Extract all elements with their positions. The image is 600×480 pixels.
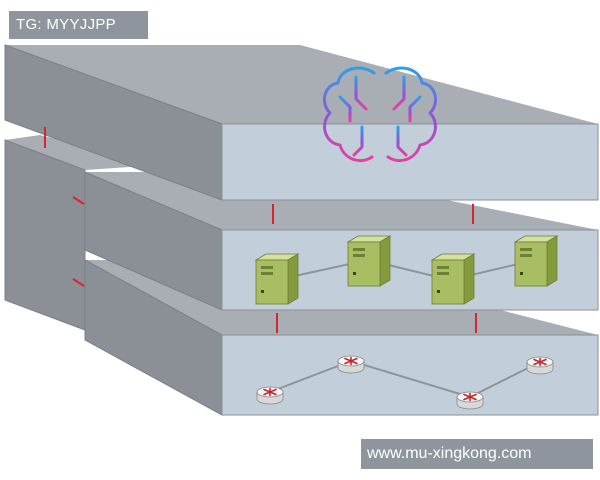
router-icon <box>256 386 284 405</box>
layer-connectors <box>44 127 477 333</box>
server-icon <box>513 235 559 287</box>
watermark-url: www.mu-xingkong.com <box>361 439 593 469</box>
server-icon <box>430 253 476 305</box>
router-icon <box>526 356 554 375</box>
brain-layer-slab <box>4 44 599 201</box>
router-icon <box>337 355 365 374</box>
server-nodes <box>254 235 559 305</box>
router-links <box>269 359 541 399</box>
router-icon <box>456 391 484 410</box>
router-nodes <box>256 355 554 410</box>
server-icon <box>254 253 300 305</box>
overlay-tag: TG: MYYJJPP <box>9 11 148 39</box>
server-icon <box>346 235 392 287</box>
server-links <box>275 258 536 282</box>
brain-icon <box>322 66 438 175</box>
